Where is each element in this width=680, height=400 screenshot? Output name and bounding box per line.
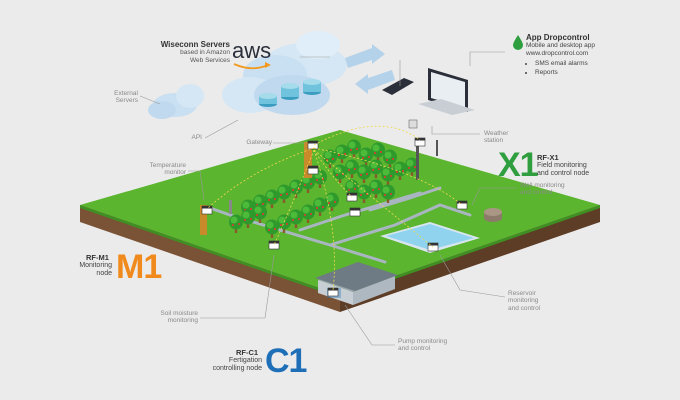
label-gateway: Gateway [246,139,272,146]
node-c1-title: RF-C1 [236,348,259,357]
label-pump: Pump monitoring and control [398,338,468,353]
label-line: and control [398,345,431,353]
servers-title: Wiseconn Servers [160,40,230,49]
label-line: Well monitoring [520,182,565,189]
aws-smile-icon [233,62,271,70]
app-line2: www.dropcontrol.com [526,50,589,58]
pipe-network [208,186,472,264]
label-line: External [114,90,138,97]
label-line: Pump monitoring [398,338,448,345]
desc-line: and control node [537,170,590,178]
app-feature: Reports [535,69,666,77]
wireless-links [207,125,463,291]
label-line: monitoring [167,317,198,325]
node-x1-code: X1 [498,146,539,184]
app-title: App Dropcontrol [526,33,590,42]
app-line1: Mobile and desktop app [526,42,596,50]
ground-slab [80,130,600,312]
label-line: Servers [115,97,138,105]
label-external-servers: External Servers [88,90,138,105]
label-line: Reservoir [508,290,536,297]
cloud-aws [222,31,347,115]
server-stack-icon [259,79,321,107]
app-feature: SMS email alarms [535,60,666,68]
desc-line: Fertigation [228,357,262,364]
node-m1-title: RF-M1 [86,253,109,262]
app-features: SMS email alarms Reports [526,60,666,76]
cloud-external-servers [148,84,204,119]
desc-line: node [96,270,112,278]
field-devices [200,119,502,298]
label-temperature-monitor: Temperature monitor [130,162,187,177]
label-line: station [484,137,504,145]
label-line: Weather [484,130,509,137]
servers-line2: Web Services [190,56,230,64]
desc-line: Monitoring [79,262,112,269]
phone-icon [382,78,414,95]
node-x1-title: RF-X1 [537,153,559,162]
label-api: API [191,134,202,141]
label-line: Soil moisture [160,310,198,317]
label-well-monitoring: Well monitoring and control [520,182,590,197]
label-line: and control [508,304,541,312]
aws-logo: aws [232,38,272,63]
label-line: monitor [164,169,186,177]
servers-line1: based in Amazon [180,49,230,57]
drop-icon [513,35,523,50]
app-block: App Dropcontrol Mobile and desktop app w… [526,33,666,77]
label-soil-moisture: Soil moisture monitoring [140,310,198,325]
label-weather-station: Weather station [484,130,544,145]
sync-arrows-icon [345,44,395,94]
node-m1-desc: Monitoring node [72,262,112,278]
desc-line: controlling node [212,365,262,373]
reservoir [380,222,480,253]
node-c1-desc: Fertigation controlling node [204,357,262,373]
label-line: monitoring [508,297,539,305]
label-reservoir: Reservoir monitoring and control [508,290,568,312]
pump-house [315,262,398,305]
label-line: and control [520,189,553,197]
laptop-icon [418,68,475,115]
leader-lines [139,51,517,346]
label-line: Temperature [149,162,187,169]
node-x1-desc: Field monitoring and control node [537,162,589,178]
node-m1-code: M1 [116,248,162,286]
servers-block: Wiseconn Servers based in Amazon Web Ser… [102,40,230,64]
desc-line: Field monitoring [537,162,587,169]
node-c1-code: C1 [265,342,307,380]
